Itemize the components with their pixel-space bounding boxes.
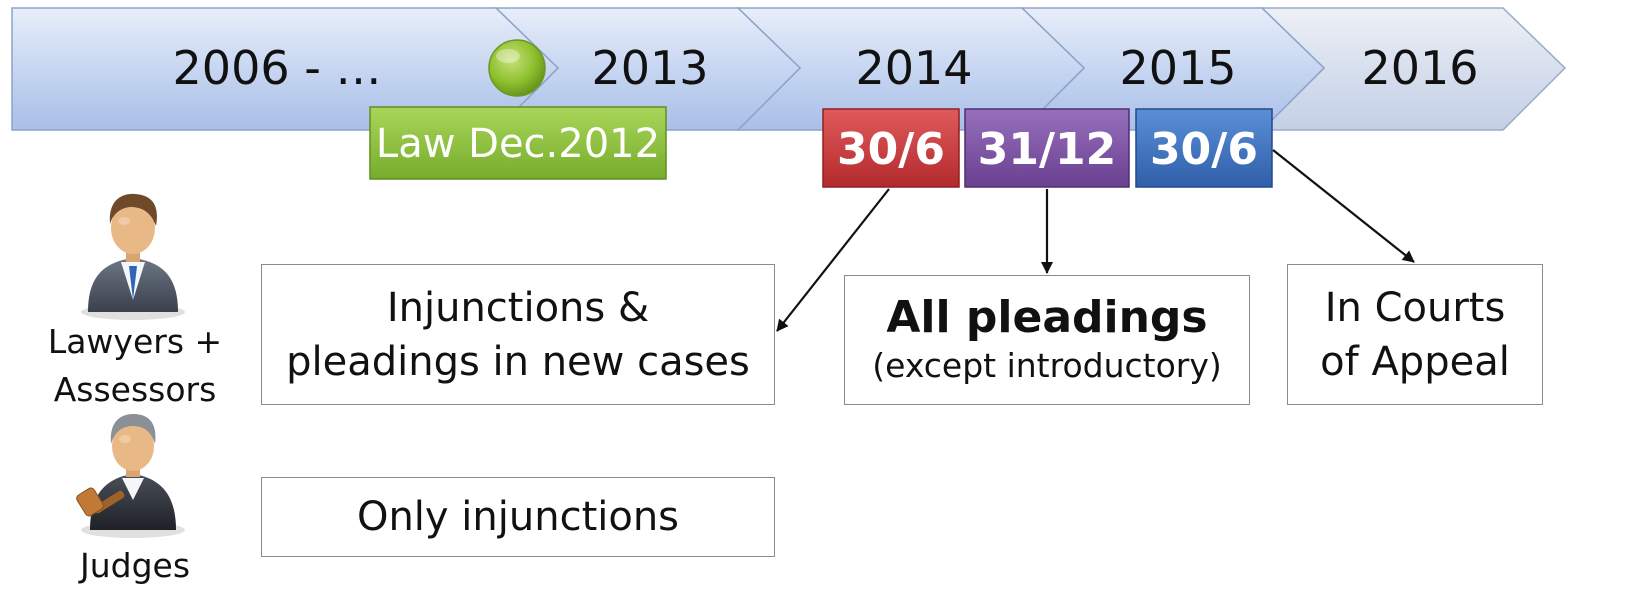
year-label-5: 2016 [1361,41,1478,95]
lawyer-person-icon [81,193,185,320]
box-injunctions-line1: Injunctions & [386,284,650,331]
judges-label: Judges [79,546,191,585]
year-label-1: 2006 - … [173,41,382,95]
box-all-pleadings-subtitle: (except introductory) [872,345,1222,385]
arrow-to-new-cases [776,188,890,332]
box-all-pleadings: All pleadings (except introductory) [844,275,1250,405]
green-circle-icon [488,39,546,97]
box-courts-of-appeal: In Courts of Appeal [1287,264,1543,405]
arrow-to-appeal [1272,149,1415,263]
lawyers-assessors-label: Lawyers + Assessors [40,318,230,414]
year-label-2: 2013 [591,41,708,95]
deadline-label-3: 30/6 [1150,124,1258,175]
law-badge-label: Law Dec.2012 [376,121,660,167]
deadline-badge-2: 31/12 [964,108,1130,188]
box-appeal-line1: In Courts [1324,284,1506,331]
deadline-label-1: 30/6 [837,124,945,175]
box-only-injunctions-text: Only injunctions [356,494,680,540]
timeline-segment-1 [11,7,560,131]
law-badge: Law Dec.2012 [369,106,667,180]
lawyers-label-line2: Assessors [53,369,217,409]
judge-gavel-icon [76,414,185,538]
box-injunctions-line2: pleadings in new cases [286,338,750,385]
year-label-4: 2015 [1119,41,1236,95]
box-injunctions-new-cases: Injunctions & pleadings in new cases [261,264,775,405]
deadline-badge-1: 30/6 [822,108,960,188]
year-label-3: 2014 [855,41,972,95]
deadline-label-2: 31/12 [978,124,1117,175]
box-appeal-line2: of Appeal [1320,338,1510,385]
box-only-injunctions: Only injunctions [261,477,775,557]
timeline-bar [11,7,1567,131]
box-all-pleadings-title: All pleadings [886,292,1208,344]
deadline-badge-3: 30/6 [1135,108,1273,188]
lawyers-label-line1: Lawyers + [47,322,223,361]
